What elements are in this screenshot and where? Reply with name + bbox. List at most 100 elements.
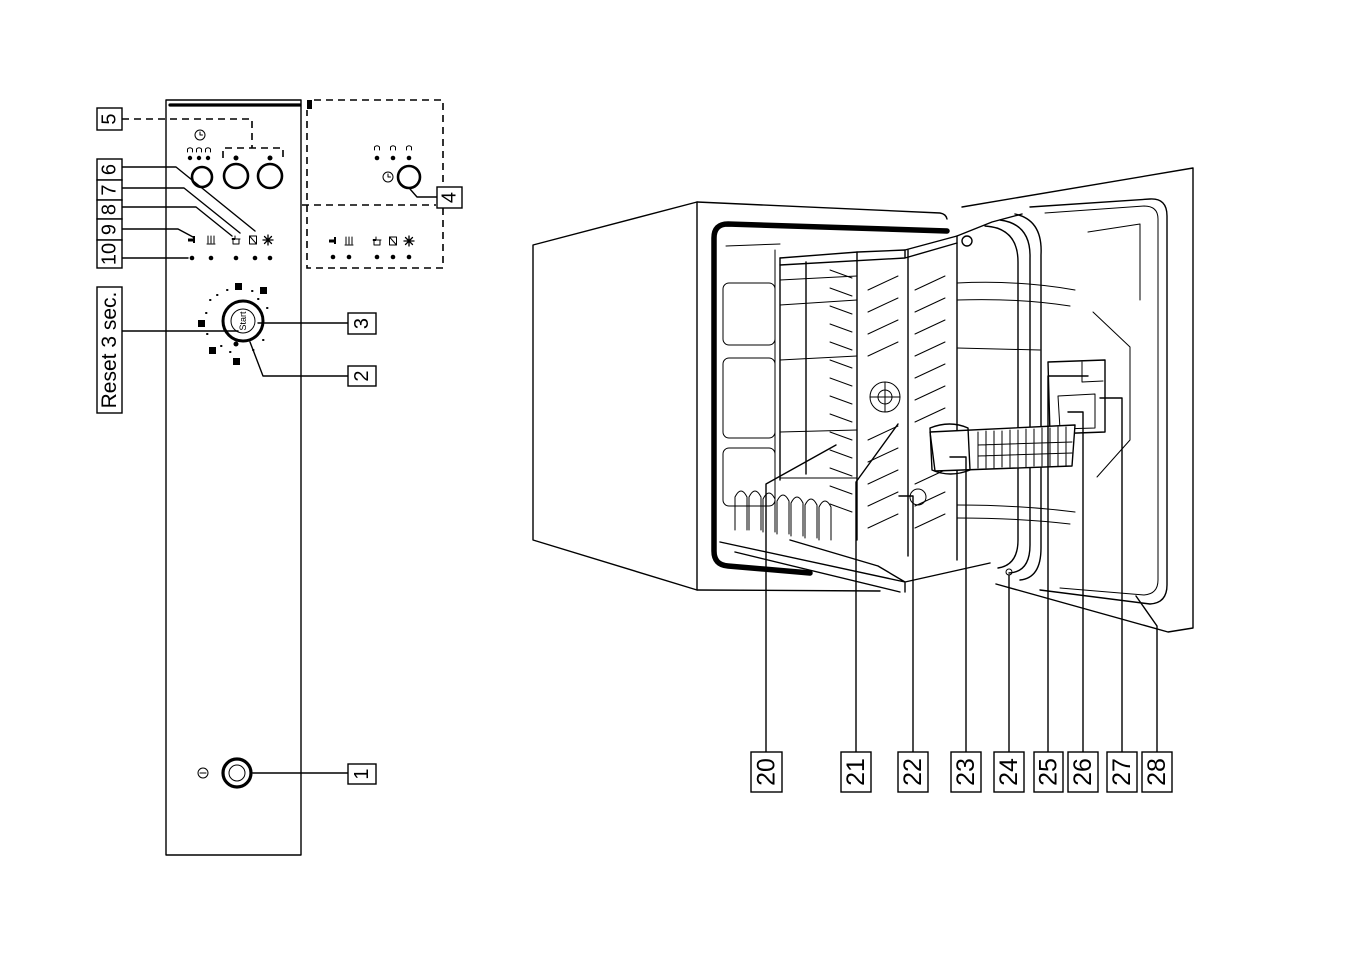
callout-number: 26	[1069, 758, 1097, 786]
dispenser-housing	[1048, 360, 1105, 434]
callout-number: 2	[351, 370, 373, 381]
callout-24: 24	[994, 752, 1024, 792]
indicator-light	[206, 156, 210, 160]
callout-10: 10	[97, 240, 122, 268]
callout-4: 4	[437, 187, 462, 208]
indicator-light	[268, 256, 273, 261]
indicator-light	[234, 256, 239, 261]
leader-27	[1100, 398, 1122, 752]
load-icon	[375, 146, 380, 150]
callout-number: 8	[99, 204, 121, 215]
rack-tines-left	[830, 270, 852, 512]
leader-9	[122, 229, 193, 237]
callout-number: 9	[99, 224, 121, 235]
dish-rack	[720, 214, 1075, 592]
cabinet-front-top-edge	[697, 202, 947, 219]
indicator-light	[407, 255, 412, 260]
reset-instruction: Reset 3 sec.	[98, 292, 121, 409]
leader-2	[250, 342, 348, 376]
indicator-light	[375, 255, 380, 260]
timer-button	[398, 166, 420, 188]
indicator-light	[331, 255, 336, 260]
timer-button	[192, 167, 212, 187]
rack-end-loops	[985, 214, 1041, 580]
cabinet-side-face	[533, 202, 697, 590]
program-dial: Start	[198, 283, 268, 365]
indicator-light	[190, 256, 195, 261]
indicator-light	[391, 156, 396, 161]
indicator-light	[347, 255, 352, 260]
indicator-light	[375, 156, 380, 161]
callout-22: 22	[898, 752, 928, 792]
callout-number: 10	[99, 243, 121, 265]
indicator-light	[188, 156, 192, 160]
panel-leader-lines	[122, 119, 437, 773]
callout-number: 5	[99, 113, 121, 124]
pot-icon	[373, 237, 381, 245]
indicator-light	[391, 255, 396, 260]
lower-basket-tray	[720, 540, 990, 592]
callout-number: 24	[995, 758, 1023, 786]
leader-28	[1136, 596, 1157, 752]
callout-26: 26	[1068, 752, 1098, 792]
snowflake-icon	[404, 236, 414, 246]
timer-clock-icon	[383, 172, 393, 182]
callout-number: 23	[952, 758, 980, 786]
program-marker	[209, 347, 216, 354]
leader-6	[122, 167, 255, 231]
cutlery-basket	[930, 424, 1075, 474]
program-marker	[233, 358, 240, 365]
faucet-icon	[188, 236, 195, 243]
callout-number: 27	[1108, 758, 1136, 786]
callout-6: 6	[97, 159, 122, 180]
program-marker	[260, 287, 267, 294]
callout-number: 6	[99, 164, 121, 175]
callout-number: 20	[753, 758, 781, 786]
callout-5: 5	[97, 108, 122, 130]
load-icon	[391, 146, 396, 150]
option-button-left	[224, 164, 248, 188]
leader-8	[122, 207, 232, 236]
callout-25: 25	[1034, 752, 1063, 792]
leader-22	[899, 496, 913, 752]
callout-3: 3	[348, 313, 376, 334]
program-marker	[235, 283, 242, 290]
callout-8: 8	[97, 200, 122, 219]
rack-posts	[780, 236, 957, 560]
callout-number: 21	[842, 758, 870, 786]
leader-4	[410, 189, 437, 197]
load-icon	[206, 148, 211, 152]
timer-clock-icon	[195, 130, 205, 140]
corner-mark	[307, 100, 312, 109]
rack-side-wires	[780, 276, 857, 478]
snowflake-icon	[263, 235, 273, 245]
callout-number: 28	[1143, 758, 1171, 786]
cabinet-front-bottom-edge	[697, 590, 880, 591]
indicator-light	[197, 156, 201, 160]
indicator-light	[407, 156, 412, 161]
start-button-label: Start	[238, 311, 248, 331]
program-marker	[198, 320, 205, 327]
option-button-right	[258, 164, 282, 188]
door-recess	[1088, 224, 1140, 477]
dial-pointer-dot	[234, 342, 239, 347]
glass-icon	[250, 236, 257, 244]
dishwasher-illustration	[533, 168, 1193, 632]
callout-number: 3	[351, 318, 373, 329]
main-switch-knob-cap	[229, 765, 245, 781]
callout-7: 7	[97, 180, 122, 200]
heat-icon	[207, 236, 215, 244]
callout-number: 22	[899, 758, 927, 786]
callout-2: 2	[348, 366, 376, 386]
indicator-light	[209, 256, 214, 261]
callout-28: 28	[1142, 752, 1172, 792]
plate-support-comb	[735, 491, 831, 540]
leader-5	[122, 119, 283, 158]
indicator-light	[268, 156, 273, 161]
detergent-dispenser	[1048, 360, 1105, 434]
leader-23	[950, 457, 966, 752]
alternate-panel-view	[307, 100, 443, 268]
rack-adjuster-knob	[962, 236, 972, 246]
faucet-icon	[329, 237, 336, 244]
